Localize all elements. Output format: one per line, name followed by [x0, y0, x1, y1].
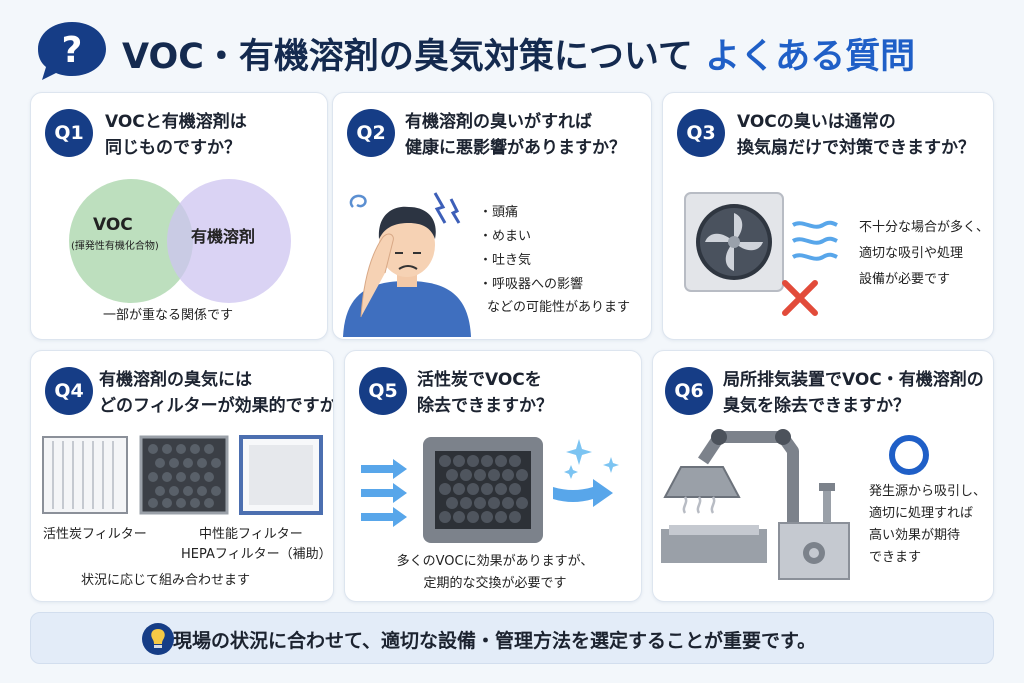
question-text: 有機溶剤の臭いがすれば 健康に悪影響がありますか？: [405, 112, 626, 158]
faq-card-q3: Q3 VOCの臭いは通常の 換気扇だけで対策できますか？ 不十分な場合が多く、 …: [662, 92, 994, 340]
question-number-badge: Q2: [347, 109, 395, 157]
question-number-badge: Q6: [665, 367, 713, 415]
filter-label-right-2: HEPAフィルター（補助）: [181, 547, 332, 562]
local-exhaust-hood-icon: [661, 429, 850, 580]
question-number-badge: Q4: [45, 367, 93, 415]
title-accent: よくある質問: [705, 37, 916, 77]
card-caption: などの可能性があります: [487, 300, 631, 315]
question-number-badge: Q3: [677, 109, 725, 157]
list-item: 頭痛: [479, 201, 583, 225]
faq-card-q4: Q4 有機溶剤の臭気には どのフィルターが効果的ですか？ 活性炭フィルター 中性…: [30, 350, 334, 602]
faq-card-q2: Q2 有機溶剤の臭いがすれば 健康に悪影響がありますか？ 頭痛 めまい 吐き気 …: [332, 92, 652, 340]
question-text: VOCと有機溶剤は 同じものですか？: [105, 112, 247, 158]
list-item: 吐き気: [479, 249, 583, 273]
question-number-badge: Q1: [45, 109, 93, 157]
question-text: 局所排気装置でVOC・有機溶剤の 臭気を除去できますか？: [723, 370, 984, 416]
question-text: VOCの臭いは通常の 換気扇だけで対策できますか？: [737, 112, 975, 158]
lightbulb-icon: [142, 623, 174, 655]
headache-person-icon: [343, 192, 471, 337]
page-title: VOC・有機溶剤の臭気対策について よくある質問: [122, 28, 915, 79]
svg-text:?: ?: [62, 30, 83, 71]
question-bubble-icon: ?: [38, 22, 106, 80]
venn-label-voc: VOC: [93, 215, 133, 235]
answer-text: 発生源から吸引し、 適切に処理すれば 高い効果が期待 できます: [869, 484, 987, 565]
card-caption: 一部が重なる関係です: [103, 308, 234, 323]
filter-lineup-icon: [42, 435, 323, 515]
symptom-list: 頭痛 めまい 吐き気 呼吸器への影響: [479, 201, 583, 297]
faq-card-q5: Q5 活性炭でVOCを 除去できますか？ 多くのVOCに効果がありますが、 定期…: [344, 350, 642, 602]
question-number-badge: Q5: [359, 367, 407, 415]
carbon-filter-unit-icon: [361, 437, 619, 543]
circle-mark-icon: [889, 435, 929, 475]
list-item: めまい: [479, 225, 583, 249]
footer-banner: 現場の状況に合わせて、適切な設備・管理方法を選定することが重要です。: [30, 612, 994, 664]
answer-text: 不十分な場合が多く、 適切な吸引や処理 設備が必要です: [859, 220, 990, 287]
ventilation-fan-icon: [684, 192, 838, 316]
faq-card-q6: Q6 局所排気装置でVOC・有機溶剤の 臭気を除去できますか？ 発生源から吸引し…: [652, 350, 994, 602]
filter-label-right-1: 中性能フィルター: [199, 527, 303, 542]
venn-label-voc-sub: (揮発性有機化合物): [71, 241, 159, 252]
question-text: 活性炭でVOCを 除去できますか？: [417, 370, 553, 416]
card-caption: 状況に応じて組み合わせます: [81, 573, 251, 588]
venn-label-solvent: 有機溶剤: [191, 227, 256, 246]
card-caption: 多くのVOCに効果がありますが、 定期的な交換が必要です: [396, 554, 594, 591]
faq-card-q1: Q1 VOCと有機溶剤は 同じものですか？ VOC (揮発性有機化合物) 有機溶…: [30, 92, 328, 340]
venn-circle-solvent: [167, 179, 291, 303]
footer-message: 現場の状況に合わせて、適切な設備・管理方法を選定することが重要です。: [173, 630, 817, 652]
title-main: VOC・有機溶剤の臭気対策について: [122, 37, 693, 77]
filter-label-left: 活性炭フィルター: [43, 527, 147, 542]
header: ? VOC・有機溶剤の臭気対策について よくある質問: [36, 20, 996, 82]
list-item: 呼吸器への影響: [479, 273, 583, 297]
question-text: 有機溶剤の臭気には どのフィルターが効果的ですか？: [99, 370, 334, 416]
